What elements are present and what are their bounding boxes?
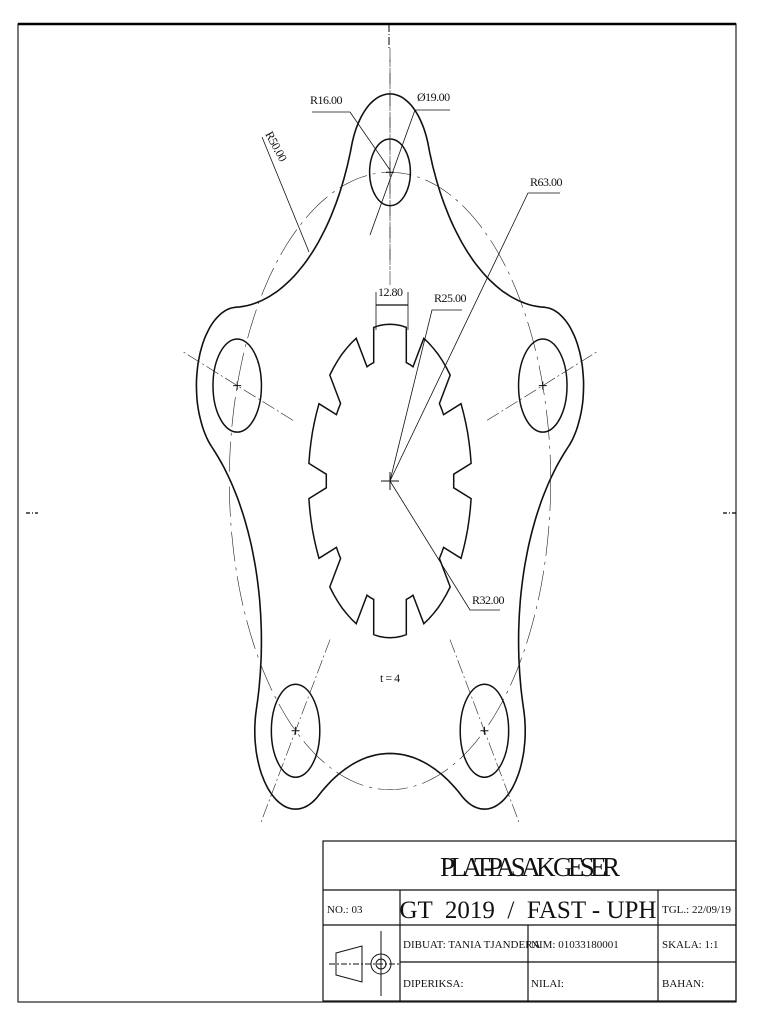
r32-label: R32.00	[472, 593, 505, 607]
grade-field: NILAI:	[531, 978, 564, 990]
dia19-label: Ø19.00	[417, 90, 450, 104]
bolt-hole	[459, 683, 510, 779]
bolt-circle-centerline	[229, 171, 551, 791]
r16-label: R16.00	[310, 93, 343, 107]
title-block	[322, 840, 737, 1002]
hole-center-mark	[538, 381, 547, 390]
thickness-note: t = 4	[380, 671, 400, 685]
made-by-field: DIBUAT: TANIA TJANDERA	[403, 939, 541, 951]
hole-center-mark	[233, 381, 242, 390]
r50-leader	[261, 136, 310, 253]
r16-leader	[312, 111, 391, 171]
bolt-hole	[212, 338, 263, 433]
material-field: BAHAN:	[662, 978, 704, 990]
hole-center-mark	[480, 726, 489, 735]
r50-label: R50.00	[262, 129, 290, 164]
w12-label: 12.80	[378, 285, 403, 299]
r63-label: R63.00	[530, 175, 563, 189]
r25-leader	[389, 309, 462, 482]
date-field: TGL.: 22/09/19	[662, 904, 732, 916]
drawing-border	[17, 23, 737, 1003]
bolt-hole	[270, 683, 321, 779]
bolt-hole	[517, 338, 568, 433]
r63-leader	[389, 192, 560, 482]
checked-by-field: DIPERIKSA:	[403, 978, 464, 990]
first-angle-projection-icon	[329, 931, 400, 996]
hole-center-mark	[291, 726, 300, 735]
plate-outline	[195, 93, 585, 810]
r32-leader	[389, 480, 500, 611]
plate-part	[181, 48, 599, 823]
scale-field: SKALA: 1:1	[662, 939, 719, 951]
dimension-leaders	[261, 109, 560, 611]
spline-hole	[308, 323, 472, 639]
course-label: GT 2019 / FAST - UPH	[400, 897, 657, 924]
nim-field: NIM: 01033180001	[531, 939, 619, 951]
drawing-title: PLAT-PASAK GESER	[440, 852, 620, 882]
number-field: NO.: 03	[327, 904, 363, 916]
dia19-leader	[369, 109, 450, 236]
r25-label: R25.00	[434, 291, 467, 305]
